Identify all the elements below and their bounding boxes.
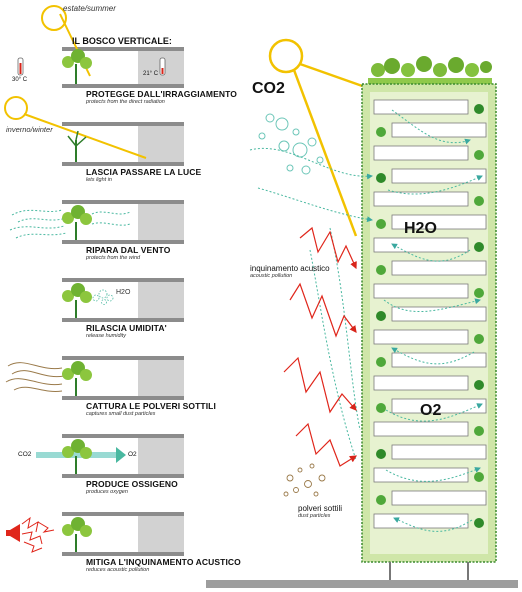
balcony-plant: [474, 242, 484, 252]
megaphone-icon: [6, 524, 20, 542]
wind-icon: [9, 209, 67, 239]
balcony-plant: [474, 150, 484, 160]
balcony-plant: [474, 518, 484, 528]
floor-slab: [373, 329, 469, 345]
floor-slab: [373, 513, 469, 529]
balcony-plant: [376, 219, 386, 229]
balcony-plant: [376, 127, 386, 137]
bare-tree-icon: [67, 130, 87, 162]
balcony-plant: [376, 265, 386, 275]
tree-icon: [62, 283, 92, 318]
floor-slab: [391, 168, 487, 184]
sun-icon: [41, 5, 67, 31]
dust-particles: [283, 463, 326, 497]
tree-icon: [62, 361, 92, 396]
tree-icon: [62, 517, 92, 552]
floor-slab: [373, 191, 469, 207]
co2-small-label: CO2: [18, 451, 32, 458]
ground: [206, 580, 518, 588]
floor-slab: [391, 444, 487, 460]
function-caption-4: RILASCIA UMIDITA' release humidity: [86, 323, 167, 339]
co2-bubbles: [258, 113, 324, 175]
temp-hot-label: 30° C: [12, 77, 28, 83]
balcony-plant: [376, 357, 386, 367]
o2-label: O2: [420, 402, 442, 419]
balcony-plant: [376, 311, 386, 321]
tree-icon: [62, 205, 92, 240]
co2-label: CO2: [252, 80, 285, 97]
co2-to-o2-arrow-icon: [36, 447, 126, 463]
balcony-plant: [474, 472, 484, 482]
floor-slab: [391, 490, 487, 506]
title: IL BOSCO VERTICALE:: [72, 36, 172, 46]
function-caption-1: PROTEGGE DALL'IRRAGGIAMENTO protects fro…: [86, 89, 237, 105]
floor-slab: [373, 145, 469, 161]
noise-caption: inquinamento acustico acoustic pollution: [250, 264, 330, 279]
floor-slab: [391, 122, 487, 138]
floor-slab: [391, 398, 487, 414]
function-caption-7: MITIGA L'INQUINAMENTO ACUSTICO reduces a…: [86, 557, 241, 573]
noise-waves-icon: [21, 516, 55, 553]
thermometer-cool-icon: [159, 57, 166, 76]
balcony-plant: [474, 196, 484, 206]
balcony-plant: [474, 104, 484, 114]
function-caption-2: LASCIA PASSARE LA LUCE lets light in: [86, 167, 202, 183]
balcony-plant: [474, 334, 484, 344]
function-caption-5: CATTURA LE POLVERI SOTTILI captures smal…: [86, 401, 216, 417]
tree-icon: [62, 439, 92, 474]
floor-slab: [391, 352, 487, 368]
panel-lets-light-in: [4, 96, 184, 166]
balcony-plants: [376, 104, 484, 528]
function-caption-6: PRODUCE OSSIGENO produces oxygen: [86, 479, 178, 495]
panel-produces-oxygen: [36, 434, 184, 478]
balcony-plant: [474, 426, 484, 436]
floor-slab: [391, 306, 487, 322]
floor-slab: [373, 467, 469, 483]
season-winter-label: inverno/winter: [6, 125, 53, 134]
h2o-small-label: H2O: [116, 289, 131, 296]
sun-icon: [4, 96, 28, 120]
sun-icon: [268, 38, 304, 74]
balcony-plant: [474, 380, 484, 390]
floor-slab: [373, 375, 469, 391]
dust-stream-icon: [5, 362, 65, 392]
noise-waves: [283, 226, 358, 467]
balcony-plant: [376, 495, 386, 505]
dust-caption: polveri sottili dust particles: [298, 504, 343, 519]
o2-small-label: O2: [128, 451, 137, 458]
season-summer-label: estate/summer: [63, 4, 116, 13]
floor-slab: [373, 237, 469, 253]
floor-slab: [391, 260, 487, 276]
panel-captures-dust: [5, 356, 184, 400]
function-caption-3: RIPARA DAL VENTO protects from the wind: [86, 245, 171, 261]
panel-reduces-noise: [6, 512, 184, 556]
balcony-plant: [474, 288, 484, 298]
floor-slab: [373, 421, 469, 437]
floor-slab: [391, 214, 487, 230]
temp-cool-label: 21° C: [143, 71, 159, 77]
panel-release-humidity: [62, 278, 184, 322]
bubbles-icon: [92, 289, 114, 305]
panel-protects-wind: [9, 200, 184, 244]
tree-icon: [62, 49, 92, 84]
floor-slab: [373, 99, 469, 115]
balcony-plant: [376, 449, 386, 459]
floor-slabs: [373, 99, 487, 529]
rooftop-trees: [368, 56, 492, 84]
balcony-plant: [376, 403, 386, 413]
panel-protects-radiation: [17, 5, 184, 88]
balcony-plant: [376, 173, 386, 183]
floor-slab: [373, 283, 469, 299]
h2o-label: H2O: [404, 220, 437, 237]
